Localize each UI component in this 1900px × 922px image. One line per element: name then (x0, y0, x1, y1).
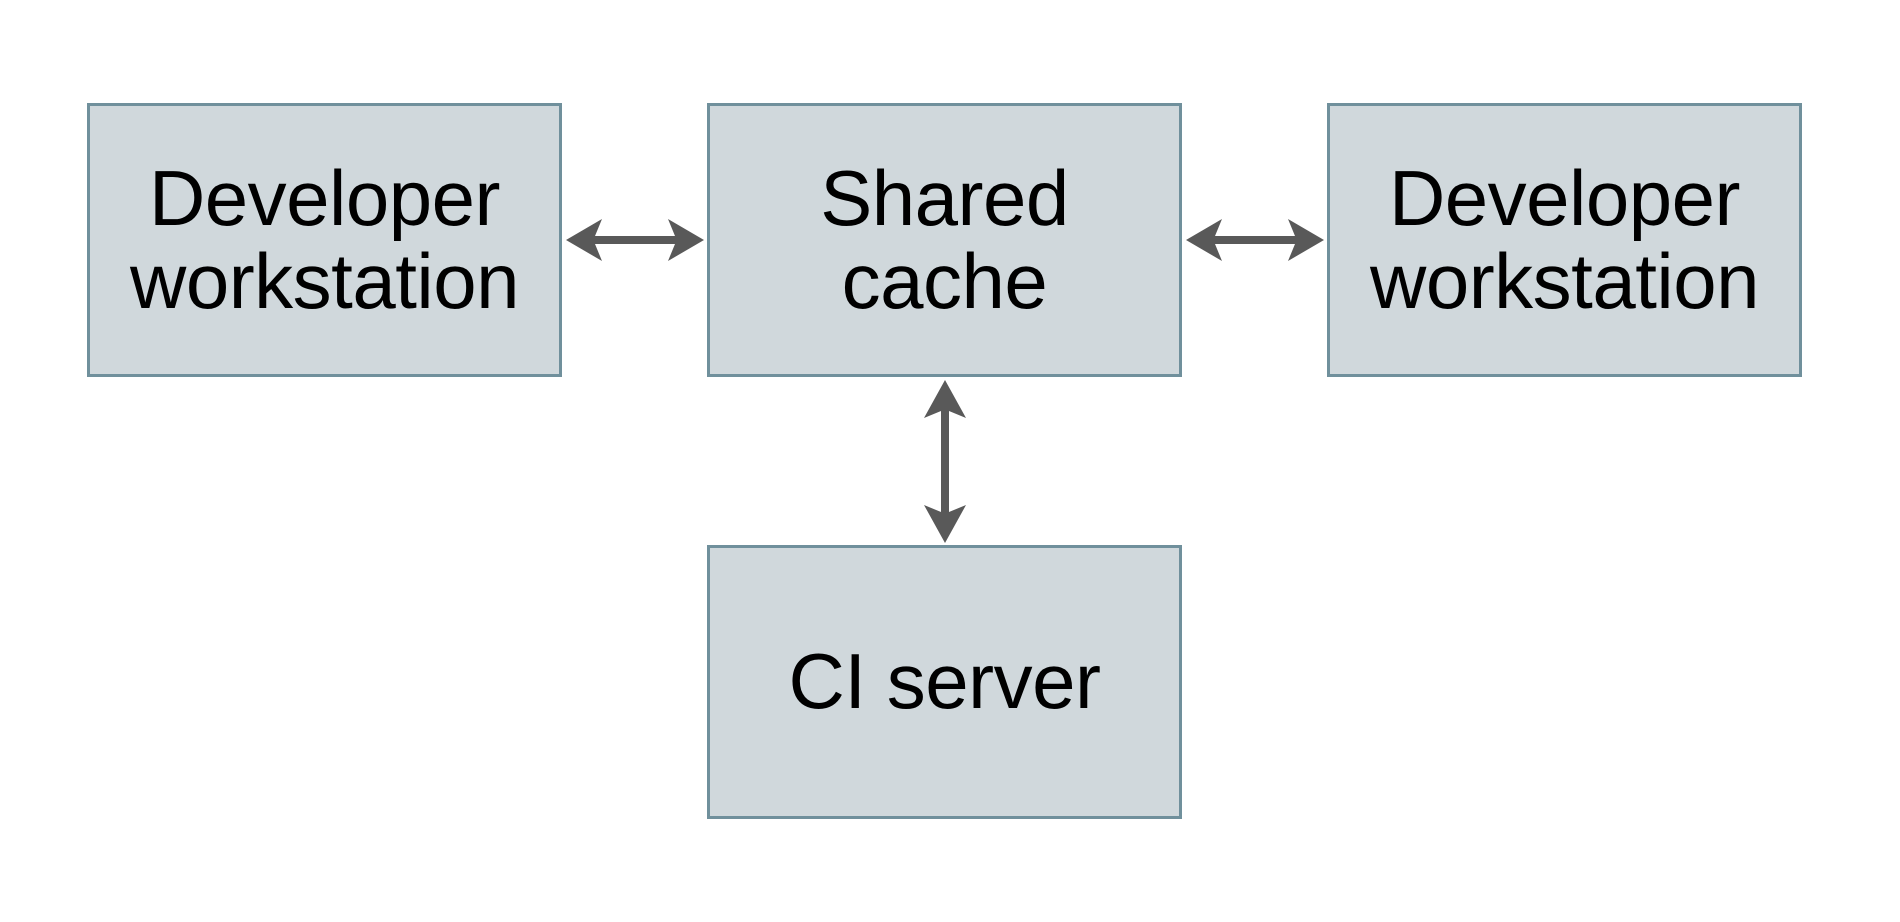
node-shared-cache[interactable]: Shared cache (707, 103, 1182, 377)
edge-shared-cache-dev-right (1186, 219, 1324, 261)
double-arrow-vertical-icon (924, 380, 966, 543)
node-ci-server[interactable]: CI server (707, 545, 1182, 819)
node-label: Developer workstation (130, 153, 520, 325)
node-developer-workstation-left[interactable]: Developer workstation (87, 103, 562, 377)
node-label: Developer workstation (1370, 153, 1760, 325)
edge-shared-cache-ci-server (924, 380, 966, 543)
node-label: Shared cache (820, 153, 1069, 325)
node-label: CI server (788, 637, 1101, 726)
node-developer-workstation-right[interactable]: Developer workstation (1327, 103, 1802, 377)
edge-dev-left-shared-cache (566, 219, 704, 261)
double-arrow-horizontal-icon (1186, 219, 1324, 261)
double-arrow-horizontal-icon (566, 219, 704, 261)
